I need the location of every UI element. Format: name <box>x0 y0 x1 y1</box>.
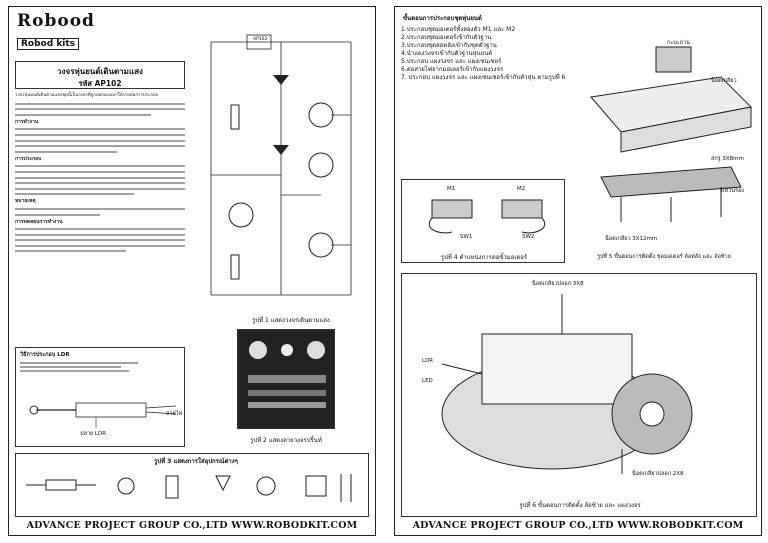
heading-operation: การทำงาน <box>15 118 39 125</box>
fig4-box: M1 M2 SW1 SW2 รูปที่ 4 ตำแหน่งการต่อขั้ว… <box>401 179 565 263</box>
fig5-washer-label: แหวนรอง <box>721 188 744 194</box>
ldr-label: ปลาย LDR <box>80 431 107 437</box>
motor-m1-label: M1 <box>447 186 456 192</box>
fig6-ldr-label: LDR <box>422 358 434 364</box>
fig5-battery-label: กะบะถ่าน <box>667 40 690 46</box>
step-4: 4.นำแผงวงจรเข้ากับตัวฐานหุ่นยนต์ <box>401 50 493 57</box>
ldr-assembly-box: วิธีการประกอบ LDR ปลาย LDR สายไฟ <box>15 347 185 447</box>
fig6-svg <box>441 294 693 474</box>
circuit-caption: รูปที่ 1 แสดงวงจรเดินตามแสง <box>252 317 330 324</box>
title-line1: วงจรหุ่นยนต์เดินตามแสง <box>57 67 143 76</box>
sw2-label: SW2 <box>522 234 535 240</box>
robood-logo: Robood Robod kits <box>17 11 113 53</box>
fig5-box: กะบะถ่าน น็อตเกลียว สกรู 3X8mm น็อตเกลีย… <box>571 37 757 269</box>
intro-text: วงจรหุ่นยนต์เดินตามแสงชุดนี้เป็นวงจรที่ถ… <box>15 93 159 98</box>
fig6-led-label: LED <box>422 378 433 384</box>
fig6-screw-bot-label: น็อตเกลียวปลอก 2X8 <box>632 471 684 477</box>
left-footer: ADVANCE PROJECT GROUP CO.,LTD WWW.ROBODK… <box>26 520 358 531</box>
fig6-box: น็อตเกลียวปลอก 3X8 LDR LED น็อตเกลียวปลอ… <box>401 273 757 517</box>
steps-box: ขั้นตอนการประกอบชุดหุ่นยนต์ 1.ประกอบชุดม… <box>401 11 571 175</box>
step-7: 7. ประกอบ แผงวงจร และ แผงเซนเซอร์เข้ากับ… <box>401 74 566 81</box>
heading-testing: การทดสอบการทำงาน <box>15 218 63 225</box>
step-3: 3.ประกอบชุดลอหลังเข้ากับชุดตัวฐาน <box>401 42 497 49</box>
note-label: หมายเหตุ <box>15 198 36 205</box>
fig5-screw2-label: สกรู 3X8mm <box>711 156 744 162</box>
right-footer: ADVANCE PROJECT GROUP CO.,LTD WWW.ROBODK… <box>412 520 744 531</box>
wire-label: สายไฟ <box>166 411 183 417</box>
steps-title: ขั้นตอนการประกอบชุดหุ่นยนต์ <box>403 15 482 22</box>
components-caption: รูปที่ 3 แสดงการใส่อุปกรณ์ต่างๆ <box>154 458 238 465</box>
fig6-screw-top-label: น็อตเกลียวปลอก 3X8 <box>532 281 584 287</box>
ldr-box-title: วิธีการประกอบ LDR <box>20 352 70 358</box>
ldr-diagram <box>29 402 177 428</box>
fig5-screw3-label: น็อตเกลียว 3X12mm <box>605 236 658 242</box>
step-2: 2.ประกอบชุดมอเตอร์เข้ากับตัวฐาน <box>401 34 492 41</box>
step-6: 6.ต่อสายไฟจากมอเตอร์เข้ากับแผงวงจร <box>401 66 504 73</box>
circuit-label: AP102 <box>253 37 268 42</box>
title-line2: รหัส AP102 <box>78 79 122 88</box>
right-page: ขั้นตอนการประกอบชุดหุ่นยนต์ 1.ประกอบชุดม… <box>394 6 762 536</box>
heading-assembly: การประกอบ <box>15 155 42 162</box>
motor-m2-label: M2 <box>517 186 526 192</box>
step-1: 1.ประกอบชุดมอเตอร์ทั้งสองตัว M1 และ M2 <box>401 26 516 33</box>
body-text: วงจรหุ่นยนต์เดินตามแสงชุดนี้เป็นวงจรที่ถ… <box>15 93 185 253</box>
pcb-caption: รูปที่ 2 แสดงลายวงจรปริ้นท์ <box>250 437 322 444</box>
title-box: วงจรหุ่นยนต์เดินตามแสง รหัส AP102 <box>15 61 185 89</box>
brand-name: Robood <box>17 11 95 31</box>
step-5: 5.ประกอบ แผงวงจร และ แผงเซนเซอร์ <box>401 58 502 65</box>
pcb-image <box>237 329 335 429</box>
fig6-caption: รูปที่ 6 ขั้นตอนการติดตั้ง ล้อซ้าย และ แ… <box>519 502 641 509</box>
motors-svg <box>429 199 545 234</box>
fig5-screw1-label: น็อตเกลียว <box>711 78 737 84</box>
circuit-schematic: AP102 รูปที่ 1 แสดงวงจรเดินตามแสง <box>191 15 369 327</box>
fig4-caption: รูปที่ 4 ตำแหน่งการต่อขั้วมอเตอร์ <box>440 254 528 261</box>
components-svg <box>26 474 352 502</box>
schematic-svg <box>210 34 352 296</box>
brand-sub: Robod kits <box>17 38 80 50</box>
sw1-label: SW1 <box>460 234 473 240</box>
left-page: Robood Robod kits วงจรหุ่นยนต์เดินตามแสง… <box>8 6 376 536</box>
fig5-caption: รูปที่ 5 ขั้นตอนการติดตั้ง ชุดมอเตอร์ ล้… <box>597 254 731 260</box>
fig5-svg <box>590 46 753 222</box>
components-box: รูปที่ 3 แสดงการใส่อุปกรณ์ต่างๆ <box>15 453 369 517</box>
